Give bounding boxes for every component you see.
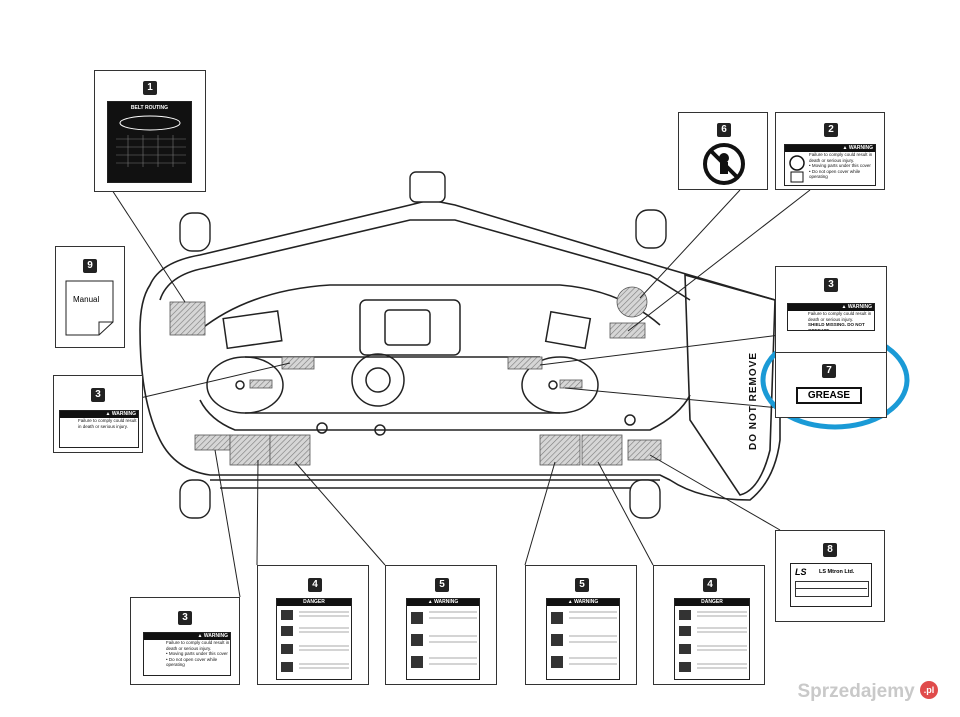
callout-5a-number: 5 [435, 578, 449, 592]
danger-icons-4a [281, 610, 349, 672]
warning-header-3a: ▲ WARNING [788, 304, 874, 311]
callout-9-box: 9 Manual [55, 246, 125, 348]
callout-3a-number: 3 [824, 278, 838, 292]
belt-routing-title: BELT ROUTING [130, 105, 169, 111]
callout-2-box: 2 ▲ WARNING Failure to comply could resu… [775, 112, 885, 190]
warning-decal-5b: ▲ WARNING [546, 598, 620, 680]
warning-header-5a: ▲ WARNING [407, 599, 479, 606]
ls-logo: LS [795, 567, 807, 577]
warning-text-3b: Failure to comply could result in death … [78, 418, 137, 429]
callout-1-number: 1 [143, 81, 157, 95]
callout-4a-box: 4 DANGER [257, 565, 369, 685]
callout-4b-box: 4 DANGER [653, 565, 765, 685]
callout-1-box: 1 BELT ROUTING [94, 70, 206, 192]
callout-5b-number: 5 [575, 578, 589, 592]
callout-7-box: 7 GREASE [775, 352, 887, 418]
callout-2-number: 2 [824, 123, 838, 137]
danger-decal-4b: DANGER [674, 598, 750, 680]
warning-text-2: Failure to comply could result in death … [809, 152, 873, 163]
callout-5b-box: 5 ▲ WARNING [525, 565, 637, 685]
watermark-text: Sprzedajemy [797, 681, 915, 702]
decal-areas [169, 286, 662, 466]
callout-4b-number: 4 [703, 578, 717, 592]
manual-icon [65, 280, 114, 336]
warning-text-3a: Failure to comply could result in death … [808, 311, 872, 322]
callout-6-number: 6 [717, 123, 731, 137]
prohibited-icon [703, 143, 745, 185]
warning-header-3b: ▲ WARNING [60, 411, 138, 418]
warning-decal-2: ▲ WARNING Failure to comply could result… [784, 144, 876, 186]
leader-lines [111, 189, 811, 598]
warning-item-2a: • Moving parts under this cover [809, 163, 871, 168]
callout-4a-number: 4 [308, 578, 322, 592]
warning-icons-5b [551, 611, 617, 668]
warning-decal-3b: ▲ WARNING Failure to comply could result… [59, 410, 139, 448]
danger-decal-4a: DANGER [276, 598, 352, 680]
warning-decal-3a: ▲ WARNING Failure to comply could result… [787, 303, 875, 331]
callout-3c-number: 3 [178, 611, 192, 625]
warning-header-5b: ▲ WARNING [547, 599, 619, 606]
callout-3c-box: 3 ▲ WARNING Failure to comply could resu… [130, 597, 240, 685]
company-name: LS Mtron Ltd. [819, 569, 855, 575]
callout-3b-box: 3 ▲ WARNING Failure to comply could resu… [53, 375, 143, 453]
callout-8-number: 8 [823, 543, 837, 557]
manual-label: Manual [73, 295, 100, 304]
grease-label: GREASE [796, 387, 862, 404]
deck-body [139, 199, 785, 501]
warning-text-3c: Failure to comply could result in death … [166, 640, 230, 651]
callout-5a-box: 5 ▲ WARNING [385, 565, 497, 685]
warning-item-3ca: • Moving parts under this cover [166, 651, 228, 656]
watermark-badge: .pl [920, 681, 938, 699]
warning-sub-3a: SHIELD MISSING. DO NOT OPERATE [808, 322, 865, 331]
danger-icons-4b [679, 610, 747, 672]
callout-8-box: 8 LS LS Mtron Ltd. [775, 530, 885, 622]
callout-3b-number: 3 [91, 388, 105, 402]
warning-decal-5a: ▲ WARNING [406, 598, 480, 680]
warning-item-3cb: • Do not open cover while operating [166, 656, 218, 668]
danger-header-4b: DANGER [675, 599, 749, 606]
watermark: Sprzedajemy .pl [797, 681, 938, 703]
callout-6-box: 6 [678, 112, 768, 190]
belt-routing-drawing [116, 115, 186, 167]
nameplate-decal: LS LS Mtron Ltd. [790, 563, 872, 607]
warning-item-2b: • Do not open cover while operating [809, 168, 861, 180]
belt-routing-decal: BELT ROUTING [107, 101, 192, 183]
do-not-remove-text: DO NOT REMOVE [748, 351, 759, 450]
caster-wheels [179, 171, 667, 519]
hand-hazard-icon [789, 155, 805, 183]
callout-3a-box: 3 ▲ WARNING Failure to comply could resu… [775, 266, 887, 354]
warning-header-2: ▲ WARNING [785, 145, 875, 152]
warning-decal-3c: ▲ WARNING Failure to comply could result… [143, 632, 231, 676]
callout-7-number: 7 [822, 364, 836, 378]
callout-9-number: 9 [83, 259, 97, 273]
warning-header-3c: ▲ WARNING [144, 633, 230, 640]
warning-icons-5a [411, 611, 477, 668]
danger-header-4a: DANGER [277, 599, 351, 606]
